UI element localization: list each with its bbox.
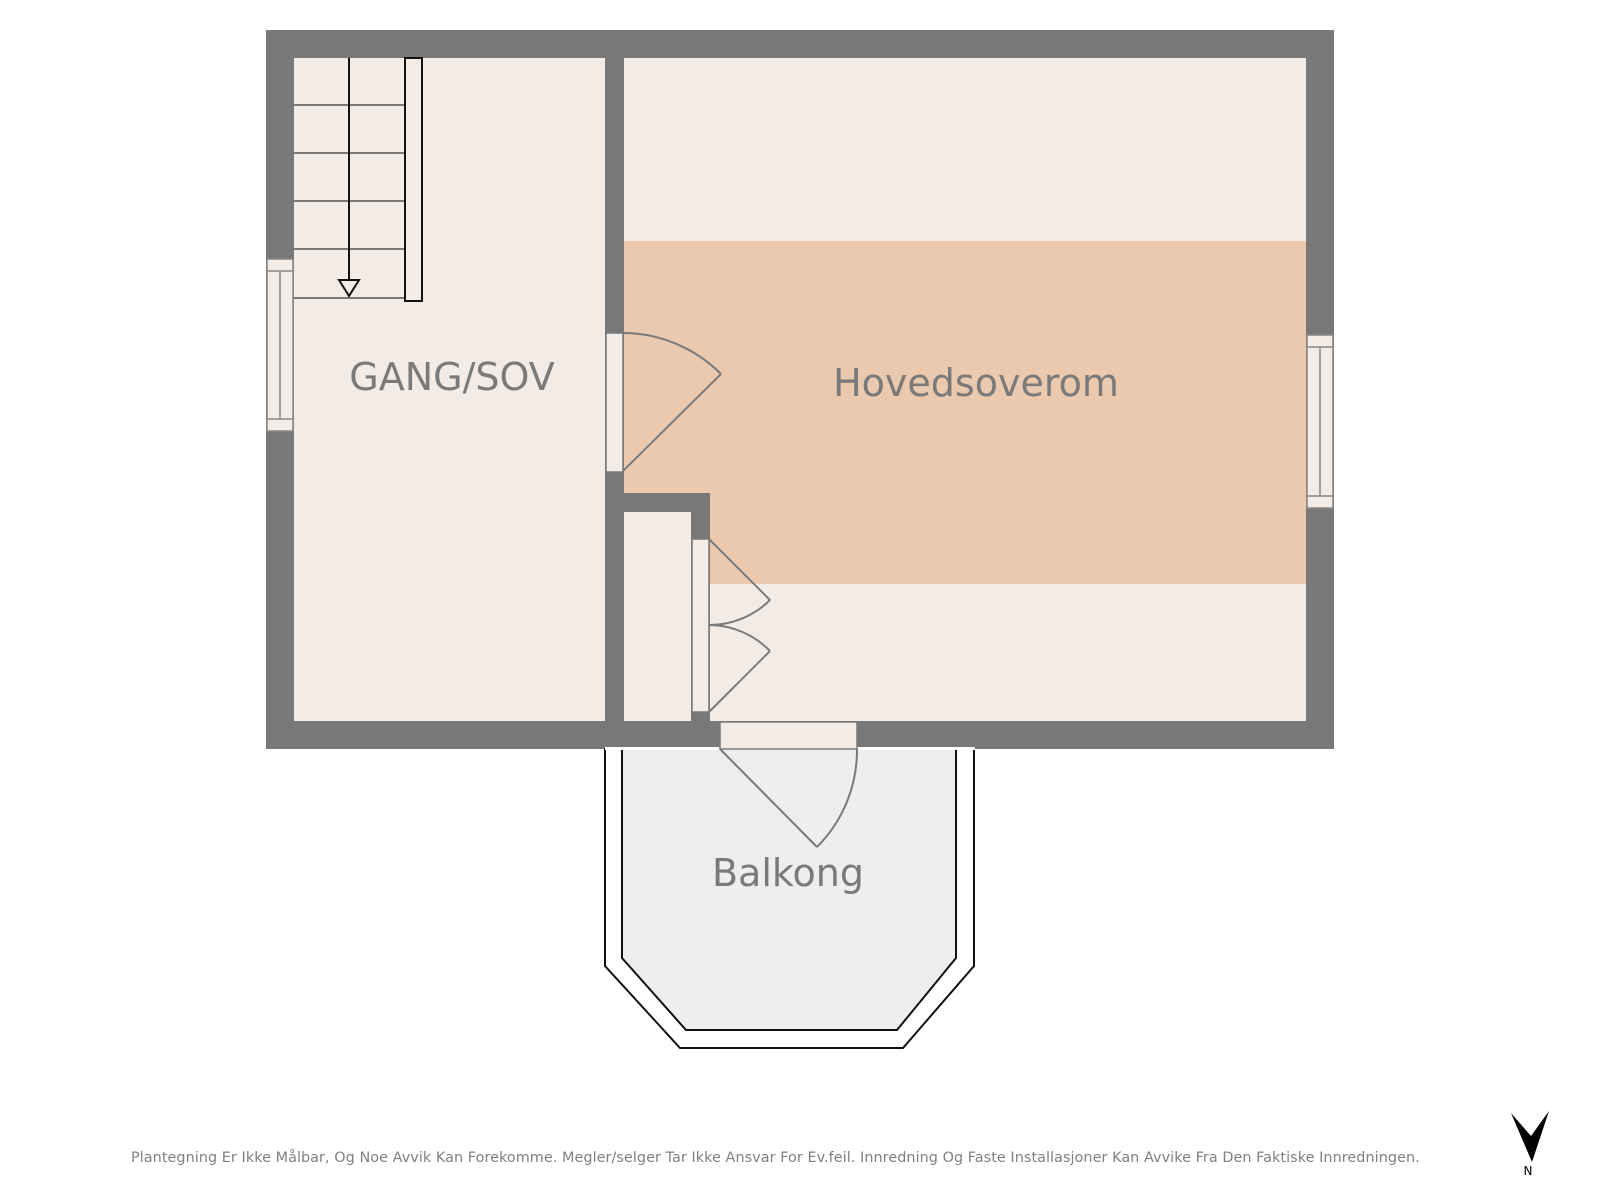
room-label-gang-sov: GANG/SOV — [349, 355, 555, 399]
room-label-hovedsoverom: Hovedsoverom — [833, 361, 1119, 405]
balcony — [604, 747, 975, 1049]
door-bedroom[interactable] — [605, 332, 722, 473]
room-gang-sov — [294, 58, 605, 721]
disclaimer-text: Plantegning Er Ikke Målbar, Og Noe Avvik… — [131, 1150, 1420, 1166]
door-balcony[interactable] — [719, 721, 859, 848]
window-left — [266, 258, 294, 432]
stair-rail — [404, 57, 423, 302]
north-arrow-icon — [1511, 1111, 1549, 1162]
compass-label: N — [1523, 1164, 1533, 1178]
stair-arrow-icon — [337, 279, 361, 298]
room-label-balkong: Balkong — [711, 851, 865, 895]
closet-floor — [624, 512, 691, 721]
hovedsoverom-carpet — [624, 241, 1306, 584]
closet-doors[interactable] — [691, 538, 771, 713]
window-right — [1306, 334, 1334, 509]
